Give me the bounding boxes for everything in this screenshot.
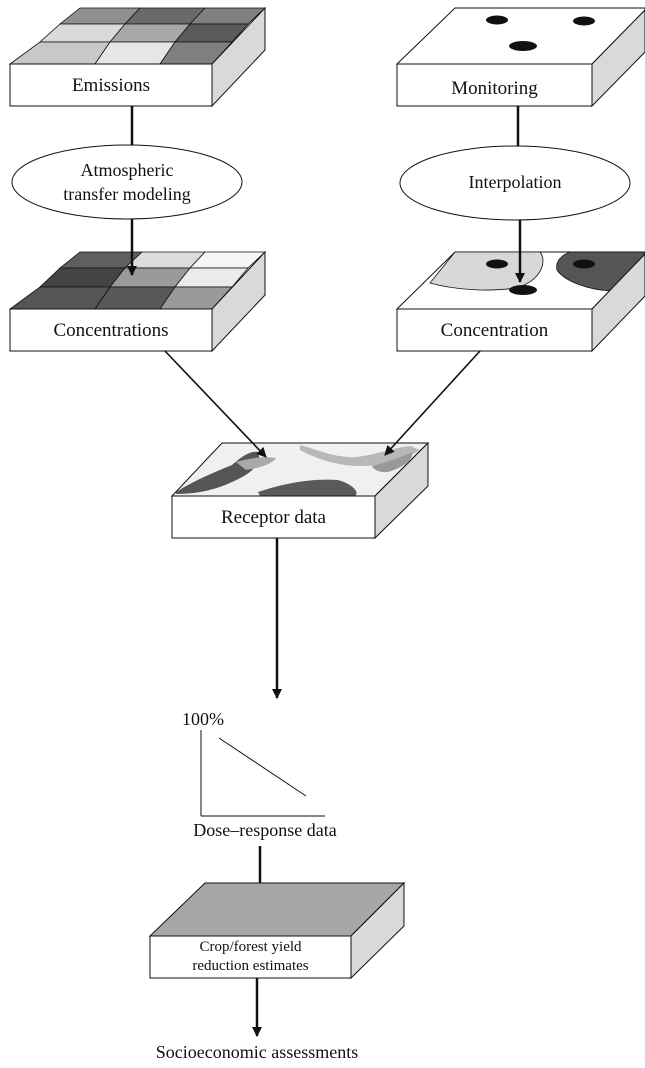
yield-label-line2: reduction estimates [192,958,309,974]
monitoring-box-face [396,63,593,107]
dose-response-graph [200,730,325,817]
socioeconomic-assessments-label: Socioeconomic assessments [155,1042,359,1062]
concentration-point [573,259,595,269]
concentration-point [509,285,537,295]
monitoring-point [573,16,595,26]
emissions-grid-cell [8,41,111,65]
dose-response-caption: Dose–response data [193,820,337,840]
arrow-concentration-to-receptor [384,350,481,456]
dose-response-curve [218,737,307,797]
receptor-box [170,441,430,540]
receptor-map-patch [372,452,413,473]
concentrations-grid-cell [8,286,111,310]
concentration-zone-light [429,251,544,291]
monitoring-point [486,15,508,25]
yield-box-face [149,935,352,979]
yield-label-line1: Crop/forest yield [199,939,302,955]
dose-response-max-label: 100% [182,709,224,729]
interpolation-ellipse [399,145,631,221]
concentration-point [486,259,508,269]
interpolation-label: Interpolation [468,172,562,192]
concentration-box-face [396,308,593,352]
receptor-data-label: Receptor data [221,507,326,528]
receptor-map-patch [236,457,276,470]
concentrations-label: Concentrations [53,320,169,341]
concentrations-box [8,250,267,353]
receptor-map-patch [258,479,357,496]
emissions-box-face [9,63,213,107]
yield-box [148,881,406,980]
monitoring-label: Monitoring [451,78,538,99]
monitoring-point [509,41,537,51]
emissions-label: Emissions [71,75,151,96]
concentration-label: Concentration [440,320,549,341]
monitoring-box [395,7,645,108]
concentrations-box-face [9,308,213,352]
atmospheric-transfer-ellipse [11,144,243,220]
emissions-box [8,6,267,108]
receptor-box-face [171,495,376,539]
atmospheric-transfer-label-line2: transfer modeling [63,184,191,204]
arrow-concentrations-to-receptor [164,350,267,458]
atmospheric-transfer-label-line1: Atmospheric [80,160,174,180]
